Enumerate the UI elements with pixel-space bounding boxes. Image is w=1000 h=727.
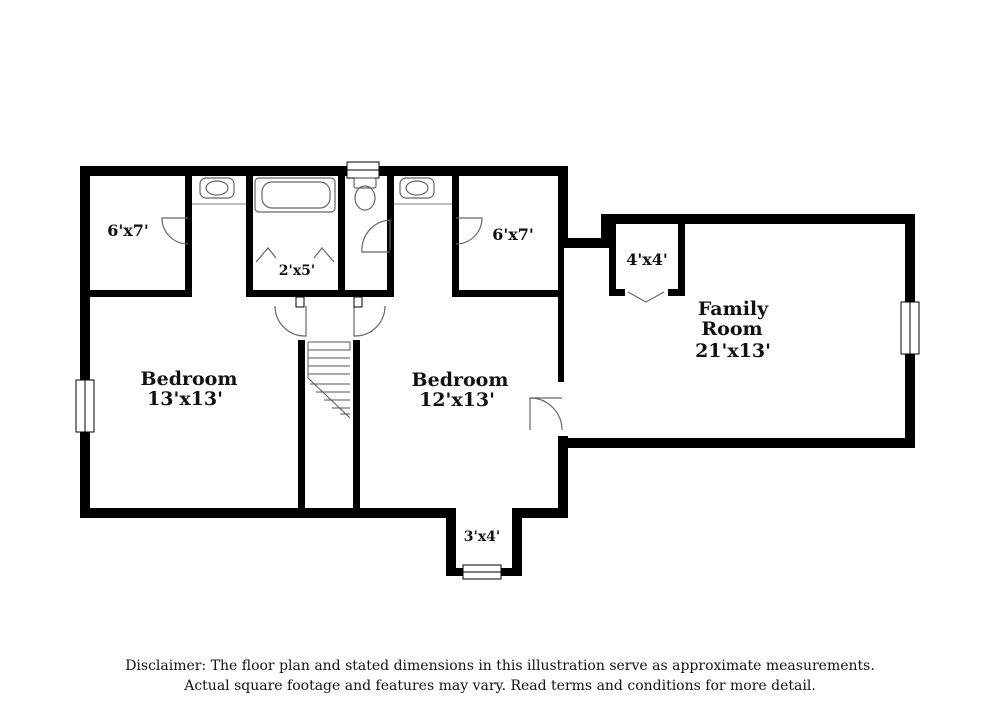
door-bath-right bbox=[361, 219, 391, 253]
closet-right-label: 6'x7' bbox=[492, 225, 534, 244]
door-storage bbox=[627, 291, 665, 303]
toilet-icon bbox=[353, 177, 377, 189]
bathtub-icon bbox=[254, 177, 336, 213]
sink-right-icon bbox=[399, 177, 435, 199]
doors bbox=[161, 217, 665, 431]
sink-left-icon bbox=[199, 177, 235, 199]
storage-label: 4'x4' bbox=[626, 250, 668, 269]
bedroom-right-dims: 12'x13' bbox=[419, 389, 495, 411]
door-closet-left bbox=[161, 217, 189, 245]
family-room-name-2: Room bbox=[701, 318, 762, 340]
bedroom-left-name: Bedroom bbox=[141, 368, 238, 390]
door-family-room bbox=[529, 397, 563, 431]
disclaimer: Disclaimer: The floor plan and stated di… bbox=[0, 656, 1000, 696]
door-closet-right bbox=[455, 217, 483, 245]
door-hall-closet bbox=[255, 247, 335, 263]
bedroom-right-name: Bedroom bbox=[412, 369, 509, 391]
door-bedrooms bbox=[274, 305, 386, 337]
floor-plan: 6'x7' 6'x7' 2'x5' Bedroom 13'x13' Bedroo… bbox=[75, 161, 920, 580]
family-room-dims: 21'x13' bbox=[695, 340, 771, 362]
stairs bbox=[307, 341, 351, 419]
bedroom-left-dims: 13'x13' bbox=[147, 388, 223, 410]
hall-closet-label: 2'x5' bbox=[279, 263, 315, 279]
disclaimer-line-1: Disclaimer: The floor plan and stated di… bbox=[125, 658, 875, 674]
nook-label: 3'x4' bbox=[464, 529, 500, 545]
bathroom-fixtures bbox=[192, 177, 452, 213]
family-room-name-1: Family bbox=[698, 298, 769, 320]
disclaimer-line-2: Actual square footage and features may v… bbox=[184, 678, 816, 694]
closet-left-label: 6'x7' bbox=[107, 221, 149, 240]
